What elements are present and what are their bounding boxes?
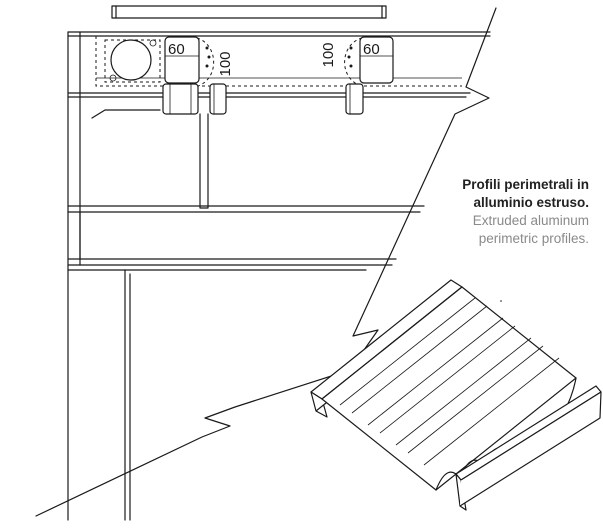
right-box-dimension: 60: [363, 41, 380, 58]
left-bracket: [164, 36, 215, 87]
beam-fixings: [91, 83, 364, 209]
caption-italian-line2: alluminio estruso.: [473, 195, 589, 210]
right-bracket: [344, 36, 394, 87]
left-vertical-dimension: 100: [217, 51, 234, 76]
caption-english-line2: perimetric profiles.: [478, 231, 589, 246]
left-box-dimension: 60: [168, 41, 185, 58]
side-frame: [67, 205, 425, 521]
caption-italian-line1: Profili perimetrali in: [462, 177, 589, 192]
motor-symbol: [104, 39, 161, 83]
caption-english-line1: Extruded aluminum: [472, 213, 589, 228]
profile-caption: Profili perimetrali in alluminio estruso…: [389, 176, 589, 248]
aluminum-profile-sample: [310, 279, 602, 511]
header-beam: [67, 31, 491, 521]
top-rail: [111, 5, 387, 19]
right-vertical-dimension: 100: [320, 42, 337, 67]
